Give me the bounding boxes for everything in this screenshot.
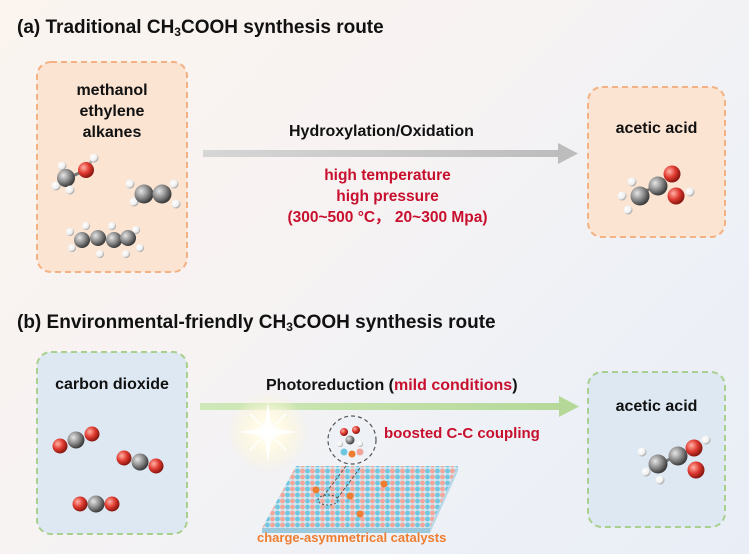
alkane-molecule xyxy=(66,222,144,258)
product-label-a: acetic acid xyxy=(615,120,698,137)
panel-b-title: (b) Environmental-friendly CH3COOH synth… xyxy=(17,312,496,334)
condition-pressure: high pressure xyxy=(336,188,439,205)
reactant-box-b xyxy=(36,351,188,535)
coupling-label: boosted C-C coupling xyxy=(384,425,540,442)
sunlight-icon xyxy=(228,392,308,472)
product-box-b xyxy=(587,371,726,528)
reactant-label-b: carbon dioxide xyxy=(55,376,169,393)
methanol-molecule xyxy=(51,153,99,195)
ethylene-molecule xyxy=(125,179,181,209)
reactant-alkanes: alkanes xyxy=(82,124,142,141)
conditions-a: high temperature high pressure (300~500 … xyxy=(255,165,520,228)
reaction-arrow-a xyxy=(203,143,578,164)
co2-molecule-2 xyxy=(116,450,164,474)
coupling-magnifier xyxy=(317,415,377,506)
reactant-box-a xyxy=(36,61,188,273)
condition-range: (300~500 °C， 20~300 Mpa) xyxy=(287,209,488,226)
acetic-acid-molecule-a xyxy=(617,165,695,215)
condition-temperature: high temperature xyxy=(324,167,451,184)
reactant-ethylene: ethylene xyxy=(79,103,145,120)
catalyst-slab xyxy=(262,466,458,533)
co2-molecule-1 xyxy=(52,426,100,454)
panel-a-title: (a) Traditional CH3COOH synthesis route xyxy=(17,17,384,39)
mild-conditions-highlight: mild conditions xyxy=(393,377,513,394)
process-label-b: Photoreduction (mild conditions) xyxy=(266,377,518,394)
co2-molecule-3 xyxy=(72,495,120,513)
reaction-arrow-b xyxy=(200,396,579,417)
reactant-methanol: methanol xyxy=(76,82,148,99)
acetic-acid-molecule-b xyxy=(637,435,711,485)
catalyst-label: charge-asymmetrical catalysts xyxy=(257,530,447,545)
process-label-a: Hydroxylation/Oxidation xyxy=(289,123,474,140)
reactant-list-a: methanol ethylene alkanes xyxy=(37,80,187,143)
product-box-a xyxy=(587,86,726,238)
product-label-b: acetic acid xyxy=(615,398,698,415)
